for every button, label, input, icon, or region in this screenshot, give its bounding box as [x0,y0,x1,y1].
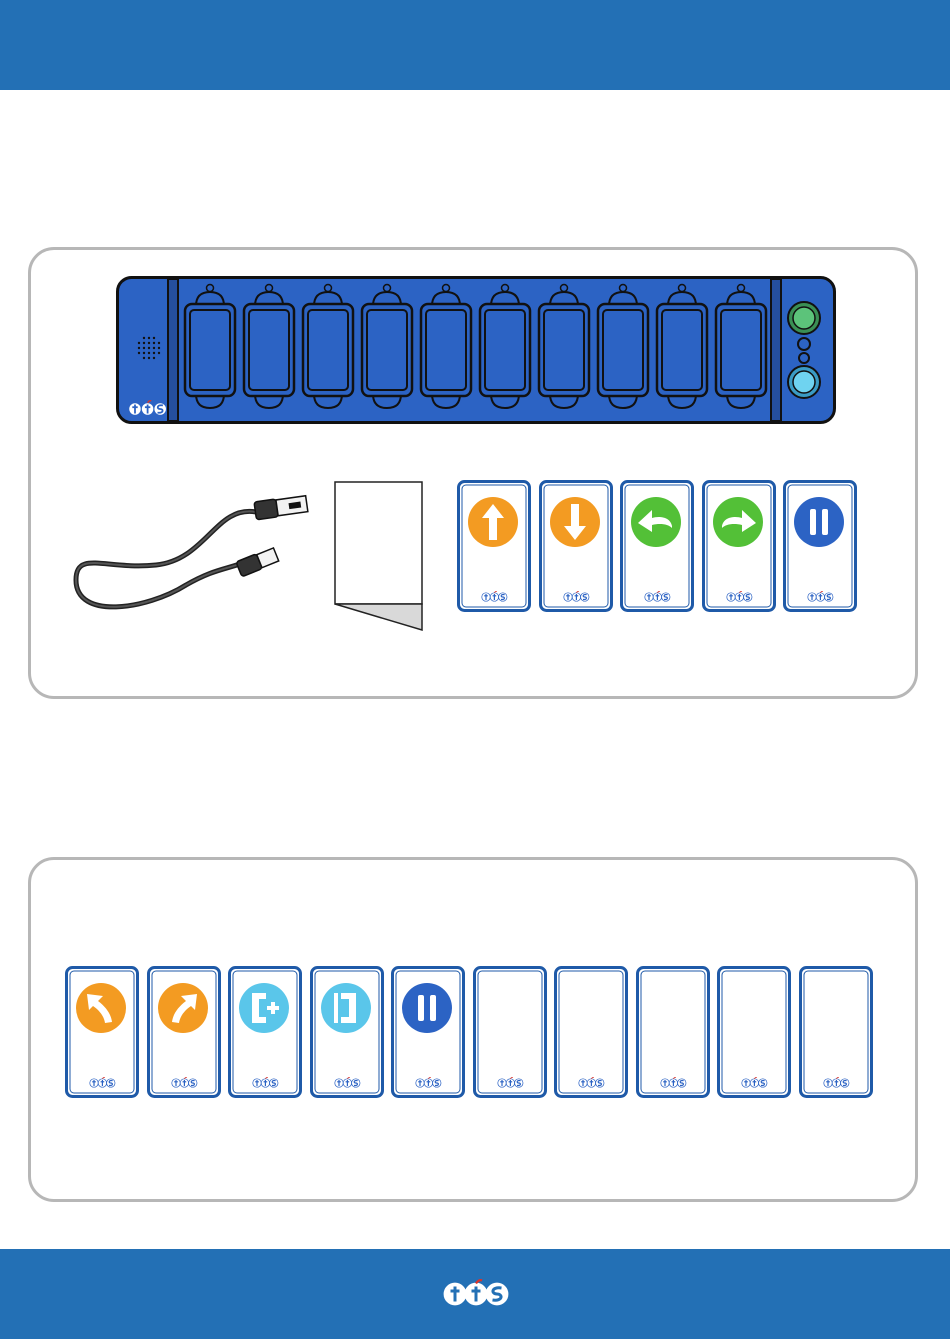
command-card [783,480,857,612]
tts-logo-icon [171,1077,196,1087]
command-card [717,966,791,1098]
command-card [636,966,710,1098]
card-slot[interactable] [480,285,530,409]
loop-start-icon [239,983,289,1033]
command-card [799,966,873,1098]
card-slot[interactable] [598,285,648,409]
command-card [228,966,302,1098]
command-card [473,966,547,1098]
arrow-up-icon [468,497,518,547]
command-card [554,966,628,1098]
command-card [391,966,465,1098]
instruction-leaflet-icon [332,480,427,635]
command-card [457,480,531,612]
pause-icon [794,497,844,547]
card-slot[interactable] [539,285,589,409]
tts-logo-icon [808,591,833,601]
secondary-button-icon[interactable] [788,366,820,398]
tts-logo-icon [90,1077,115,1087]
tts-logo-icon [334,1077,359,1087]
turn-left-icon [631,497,681,547]
tts-logo-icon [482,591,507,601]
command-card [310,966,384,1098]
tts-logo-icon [253,1077,278,1087]
command-card [539,480,613,612]
tts-logo-icon [563,591,588,601]
diagonal-right-icon [158,983,208,1033]
card-slot[interactable] [185,285,235,409]
pause-icon [402,983,452,1033]
tts-logo-icon [645,591,670,601]
tts-logo-icon [416,1077,441,1087]
loop-end-icon [321,983,371,1033]
command-card [702,480,776,612]
go-button-icon[interactable] [788,302,820,334]
card-slot[interactable] [716,285,766,409]
small-button-icon[interactable] [799,353,809,363]
card-slot[interactable] [421,285,471,409]
tts-logo-icon [440,1279,515,1315]
card-slot[interactable] [303,285,353,409]
tts-logo-icon [579,1077,604,1087]
small-button-icon[interactable] [798,338,810,350]
diagonal-left-icon [76,983,126,1033]
tts-logo-icon [742,1077,767,1087]
tts-logo-icon [823,1077,848,1087]
arrow-down-icon [550,497,600,547]
card-slot[interactable] [244,285,294,409]
turn-right-icon [713,497,763,547]
command-card [147,966,221,1098]
tts-logo-icon [660,1077,685,1087]
tts-logo-icon [129,401,167,416]
usb-cable-icon [66,490,316,620]
header-band [0,0,950,90]
tts-logo-icon [497,1077,522,1087]
tts-logo-icon [726,591,751,601]
card-slot[interactable] [362,285,412,409]
card-slot[interactable] [657,285,707,409]
command-card [620,480,694,612]
programming-board-icon [116,276,836,424]
command-card [65,966,139,1098]
